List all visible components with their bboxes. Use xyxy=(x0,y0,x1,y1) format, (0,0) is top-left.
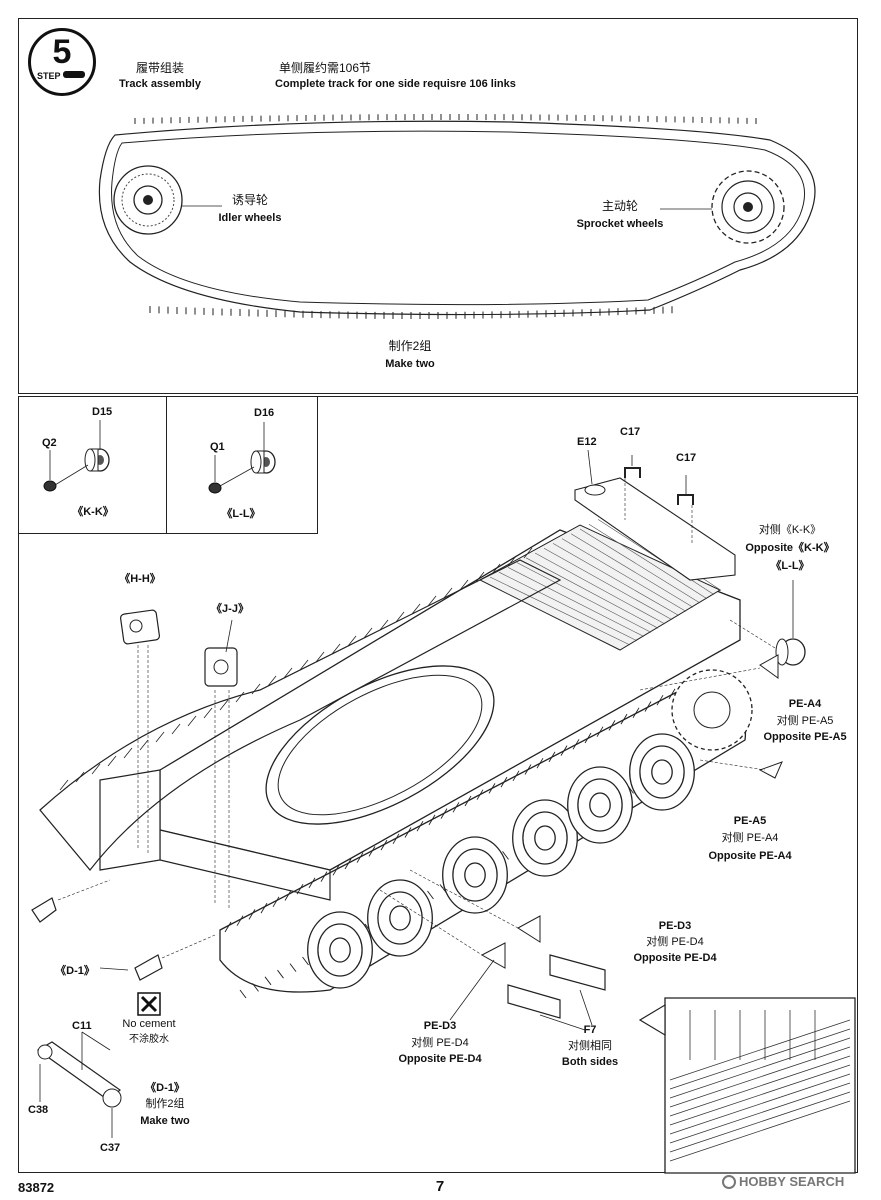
part-f7-label: F7 xyxy=(583,1024,597,1036)
step-number: 5 xyxy=(52,33,72,71)
pe-a5-en: Opposite PE-A4 xyxy=(708,850,792,862)
no-cement-cn: 不涂胶水 xyxy=(129,1034,169,1045)
f7-cn: 对侧相同 xyxy=(568,1040,612,1052)
pe-d3-bottom-cn: 对侧 PE-D4 xyxy=(411,1037,469,1049)
step-badge: 5 STEP xyxy=(28,28,96,96)
watermark-logo-icon xyxy=(722,1175,736,1189)
pe-a4-cn: 对侧 PE-A5 xyxy=(776,715,834,727)
inset-kk-caption: 《K-K》 xyxy=(72,506,114,518)
watermark: HOBBY SEARCH xyxy=(722,1172,844,1192)
part-q1-label: Q1 xyxy=(210,441,225,453)
callout-ll: 《L-L》 xyxy=(770,560,810,572)
opp-kk-en: Opposite《K-K》 xyxy=(745,542,835,554)
track-links-en: Complete track for one side requisre 106… xyxy=(275,78,516,90)
part-d16-label: D16 xyxy=(254,407,275,419)
inset-ll-caption: 《L-L》 xyxy=(221,508,261,520)
step-label: STEP xyxy=(37,71,61,81)
page-number: 7 xyxy=(435,1178,445,1195)
pe-a4-en: Opposite PE-A5 xyxy=(763,731,847,743)
inset-parts-drawing xyxy=(43,420,276,494)
tank-icon xyxy=(63,71,85,78)
pe-d3-right-en: Opposite PE-D4 xyxy=(633,952,717,964)
callout-jj: 《J-J》 xyxy=(211,603,249,615)
pe-a5-label: PE-A5 xyxy=(733,815,767,827)
inset-ll-panel xyxy=(166,396,318,534)
callout-hh: 《H-H》 xyxy=(119,573,161,585)
track-links-cn: 单侧履约需106节 xyxy=(278,61,372,75)
make-two-sub-cn: 制作2组 xyxy=(145,1098,185,1110)
part-d15-label: D15 xyxy=(92,406,113,418)
main-assembly-panel xyxy=(18,533,858,1173)
make-two-en: Make two xyxy=(385,358,435,370)
f7-en: Both sides xyxy=(561,1056,619,1068)
part-c38-label: C38 xyxy=(28,1104,49,1116)
watermark-text: HOBBY SEARCH xyxy=(739,1174,845,1189)
pe-a5-cn: 对侧 PE-A4 xyxy=(721,832,779,844)
pe-a4-label: PE-A4 xyxy=(788,698,822,710)
pe-d3-right-cn: 对侧 PE-D4 xyxy=(646,936,704,948)
callout-d1-sub: 《D-1》 xyxy=(145,1082,185,1094)
track-title-en: Track assembly xyxy=(119,78,201,90)
main-assembly-panel-right xyxy=(316,396,858,536)
no-cement-en: No cement xyxy=(122,1018,176,1030)
opp-kk-cn: 对侧《K-K》 xyxy=(758,524,822,536)
track-assembly-panel xyxy=(18,18,858,394)
pe-d3-bottom-en: Opposite PE-D4 xyxy=(398,1053,482,1065)
pe-d3-bottom-label: PE-D3 xyxy=(423,1020,457,1032)
kit-number: 83872 xyxy=(18,1180,55,1195)
sprocket-label-cn: 主动轮 xyxy=(601,199,638,213)
part-c17b-label: C17 xyxy=(676,452,697,464)
idler-label-en: Idler wheels xyxy=(218,212,282,224)
track-loop-drawing xyxy=(98,114,816,319)
pe-d3-right-label: PE-D3 xyxy=(658,920,692,932)
part-c11-label: C11 xyxy=(72,1020,92,1032)
part-c37-label: C37 xyxy=(100,1142,121,1154)
part-e12-label: E12 xyxy=(577,436,597,448)
make-two-sub-en: Make two xyxy=(140,1115,190,1127)
callout-d1: 《D-1》 xyxy=(55,965,95,977)
idler-label-cn: 诱导轮 xyxy=(231,193,268,207)
part-q2-label: Q2 xyxy=(42,437,57,449)
make-two-cn: 制作2组 xyxy=(388,339,432,353)
sprocket-label-en: Sprocket wheels xyxy=(576,218,664,230)
part-c17a-label: C17 xyxy=(620,426,641,438)
track-title-cn: 履带组装 xyxy=(135,61,184,75)
